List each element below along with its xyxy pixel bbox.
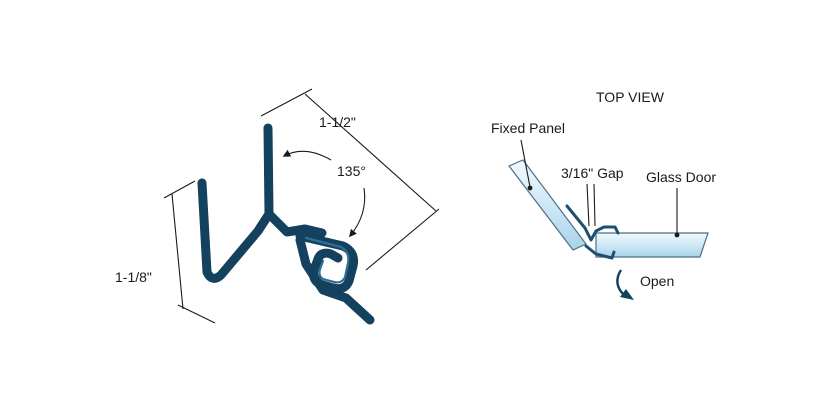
seal-profile-drawing: 1-1/2" 135° 1-1/8"	[115, 88, 440, 325]
fixed-panel-glass	[508, 159, 587, 251]
seal-profile	[197, 123, 274, 283]
top-view-drawing: TOP VIEW Fixed Panel 3/16" Gap Glass Doo…	[491, 89, 716, 300]
seal-profile-arm	[264, 209, 327, 238]
dim-left-ext-2	[177, 304, 216, 324]
top-view-title: TOP VIEW	[596, 89, 665, 105]
open-arrow-head	[620, 289, 634, 300]
fixed-panel-leader	[520, 139, 531, 188]
glass-door-glass	[595, 232, 709, 258]
dimension-left-label: 1-1/8"	[115, 269, 152, 285]
gap-leader-2	[593, 183, 596, 227]
top-view-seal-lower	[584, 244, 616, 260]
angle-arc-lower	[349, 187, 366, 238]
gap-label: 3/16" Gap	[561, 165, 624, 181]
fixed-panel-label: Fixed Panel	[491, 120, 565, 136]
angle-label: 135°	[337, 163, 366, 179]
dim-top-ext-1	[260, 88, 313, 117]
dimension-top-label: 1-1/2"	[319, 114, 356, 130]
top-view-seal	[565, 204, 620, 242]
seal-profile-clip	[295, 231, 358, 294]
gap-leader-1	[586, 183, 590, 227]
glass-door-leader-dot	[674, 232, 680, 238]
seal-profile-tail	[295, 235, 375, 325]
glass-door-label: Glass Door	[646, 169, 716, 185]
open-label: Open	[640, 273, 674, 289]
dim-top-line	[304, 93, 437, 212]
fixed-panel-leader-dot	[527, 185, 533, 191]
angle-arc	[282, 149, 332, 161]
dim-left-ext-1	[163, 180, 196, 199]
seal-profile-highlight	[304, 236, 350, 284]
dim-top-ext-2	[365, 208, 440, 271]
dim-left-line	[171, 193, 184, 310]
